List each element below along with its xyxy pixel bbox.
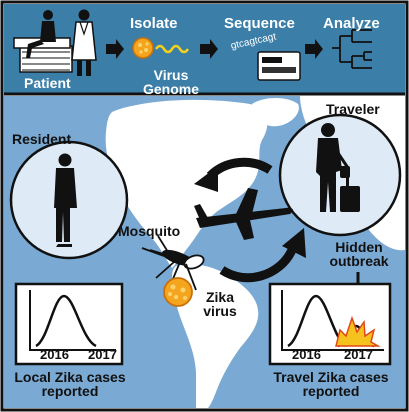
local-cases-chart: [29, 290, 116, 351]
travel-tick-2016: 2016: [292, 347, 321, 362]
hidden-outbreak-label: Hidden outbreak: [329, 239, 389, 269]
zika-virus-label: Zika virus: [203, 289, 237, 319]
mosquito-icon: [141, 235, 205, 291]
patient-label: Patient: [24, 75, 71, 91]
zika-virus-icon: [163, 277, 193, 307]
arrow-3-icon: [305, 39, 323, 59]
mosquito-label: Mosquito: [118, 223, 181, 239]
local-tick-2016: 2016: [40, 347, 69, 362]
travel-cycle-arrows-icon: [194, 157, 306, 283]
airplane-icon: [194, 188, 293, 240]
resident-person-icon: [54, 153, 77, 247]
sequence-label: Sequence: [224, 15, 295, 32]
local-tick-2017: 2017: [88, 347, 117, 362]
resident-label: Resident: [12, 131, 72, 147]
greenland-map: [252, 98, 299, 127]
patient-icon: [13, 10, 73, 73]
arrow-1-icon: [106, 39, 124, 59]
doctor-icon: [71, 9, 97, 76]
traveler-person-icon: [316, 123, 360, 212]
analyze-label: Analyze: [323, 15, 380, 32]
travel-tick-2017: 2017: [344, 347, 373, 362]
traveler-label: Traveler: [326, 101, 380, 117]
isolate-label: Isolate: [130, 15, 178, 32]
virus-icon: [132, 37, 154, 59]
travel-caption: Travel Zika cases reported: [273, 369, 389, 399]
south-america-map: [172, 264, 259, 408]
virus-genome-label: Virus Genome: [142, 67, 199, 97]
phylogenetic-tree-icon: [332, 29, 372, 69]
arrow-2-icon: [200, 39, 218, 59]
local-caption: Local Zika cases reported: [14, 369, 126, 399]
sequencer-icon: [257, 51, 301, 81]
genome-icon: [154, 44, 190, 54]
outbreak-burst-icon: [335, 315, 381, 347]
north-america-map: [105, 99, 268, 269]
